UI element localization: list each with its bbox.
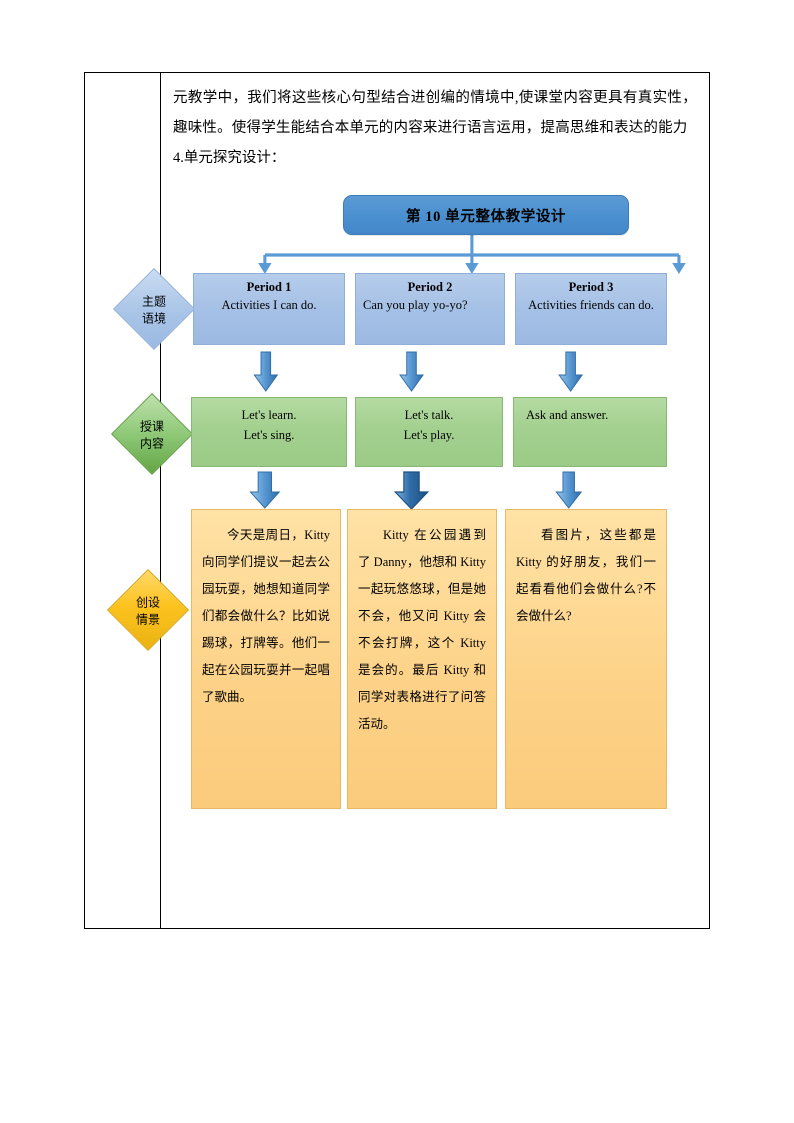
scenario-box-2: Kitty 在公园遇到了 Danny，他想和 Kitty 一起玩悠悠球，但是她不… (347, 509, 497, 809)
scenario-text: 今天是周日，Kitty 向同学们提议一起去公园玩耍，她想知道同学们都会做什么？比… (202, 528, 330, 704)
block-arrow (399, 351, 424, 392)
scenario-text: 看图片，这些都是 Kitty 的好朋友，我们一起看看他们会做什么?不会做什么? (516, 528, 656, 623)
diagram-title-text: 第 10 单元整体教学设计 (405, 208, 567, 225)
period-box-1: Period 1 Activities I can do. (193, 273, 345, 345)
unit-design-diagram: 第 10 单元整体教学设计 主题 语境 授课 内容 创设 情景 (106, 177, 701, 917)
row-label-content-text: 授课 内容 (111, 402, 193, 468)
block-arrow (555, 471, 583, 509)
row-label-theme: 主题 语境 (112, 267, 196, 351)
row-label-scenario-text: 创设 情景 (107, 578, 189, 644)
activity-line-1: Ask and answer. (526, 408, 609, 422)
row-label-line2: 情景 (135, 612, 160, 627)
period-box-3: Period 3 Activities friends can do. (515, 273, 667, 345)
activity-box-2: Let's talk. Let's play. (355, 397, 503, 467)
period-heading: Period 2 (407, 280, 453, 294)
period-heading: Period 1 (246, 280, 292, 294)
row-label-scenario: 创设 情景 (106, 568, 190, 652)
table-content-column: 元教学中，我们将这些核心句型结合进创编的情境中,使课堂内容更具有真实性，趣味性。… (106, 73, 709, 928)
section-heading: 4.单元探究设计： (173, 150, 286, 166)
period-box-2: Period 2 Can you play yo-yo? (355, 273, 505, 345)
row-label-theme-text: 主题 语境 (113, 277, 195, 343)
activity-line-1: Let's talk. (404, 408, 454, 422)
row-label-content: 授课 内容 (110, 392, 194, 476)
row-label-line1: 创设 (135, 595, 160, 610)
activity-line-2: Let's sing. (243, 428, 295, 442)
activity-box-1: Let's learn. Let's sing. (191, 397, 347, 467)
body-paragraph: 元教学中，我们将这些核心句型结合进创编的情境中,使课堂内容更具有真实性，趣味性。… (173, 90, 697, 136)
activity-line-1: Let's learn. (241, 408, 297, 422)
row-label-line2: 语境 (141, 311, 166, 326)
activity-box-3: Ask and answer. (513, 397, 667, 467)
block-arrow (249, 471, 281, 509)
diagram-title-box: 第 10 单元整体教学设计 (343, 195, 629, 235)
row-label-line2: 内容 (139, 436, 164, 451)
row-label-line1: 授课 (139, 419, 164, 434)
block-arrow (393, 471, 430, 510)
activity-line-2: Let's play. (403, 428, 455, 442)
period-body: Activities friends can do. (528, 298, 654, 312)
block-arrow (253, 351, 279, 392)
period-body: Can you play yo-yo? (363, 298, 468, 312)
scenario-box-3: 看图片，这些都是 Kitty 的好朋友，我们一起看看他们会做什么?不会做什么? (505, 509, 667, 809)
page-table: 元教学中，我们将这些核心句型结合进创编的情境中,使课堂内容更具有真实性，趣味性。… (84, 72, 710, 929)
block-arrow (558, 351, 584, 392)
table-left-column (85, 73, 161, 928)
scenario-text: Kitty 在公园遇到了 Danny，他想和 Kitty 一起玩悠悠球，但是她不… (358, 528, 486, 731)
period-body: Activities I can do. (221, 298, 317, 312)
scenario-box-1: 今天是周日，Kitty 向同学们提议一起去公园玩耍，她想知道同学们都会做什么？比… (191, 509, 341, 809)
period-heading: Period 3 (568, 280, 614, 294)
row-label-line1: 主题 (141, 294, 166, 309)
